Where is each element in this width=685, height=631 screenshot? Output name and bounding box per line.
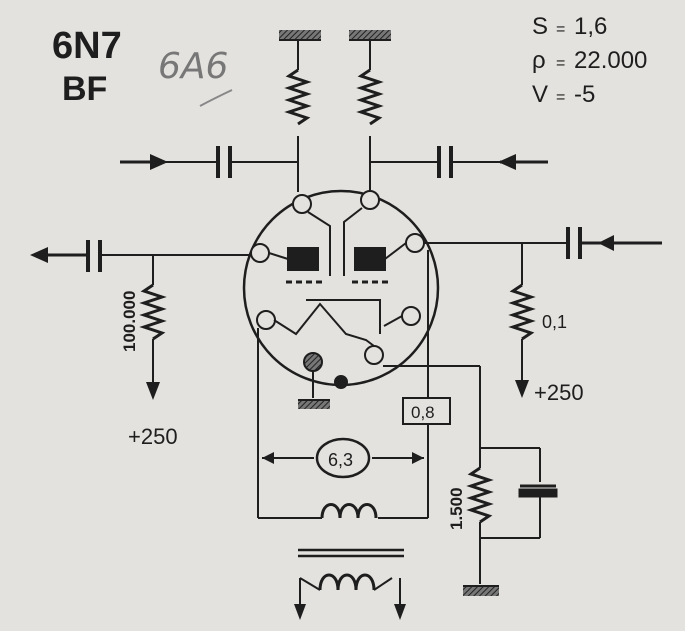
ground-icon [349,30,391,41]
plate-right [354,247,386,271]
pin-cathode [401,306,421,326]
arrow-icon [515,380,529,398]
spec-symbol-v: V [532,81,548,108]
spec-value-v: -5 [574,81,595,108]
spec-sep-v: = [556,89,565,106]
left-grid-resistor-label: 100.000 [120,291,139,352]
key-notch [334,375,348,389]
arrow-icon [150,154,168,170]
arrow-icon [598,235,614,251]
pin-right-grid [405,233,425,253]
pin-top-right [360,190,380,210]
arrow-icon [146,382,160,400]
pin-left-heater [256,310,276,330]
resistor-icon [508,283,536,341]
heater-current-box [402,397,451,425]
heater-voltage-badge [315,437,371,479]
arrow-icon [498,154,516,170]
capacitor-icon [437,146,453,178]
spec-symbol-rho: ρ [532,47,546,74]
pin-top-left [292,194,312,214]
capacitor-icon [86,240,102,272]
arrow-icon [394,604,406,620]
spec-value-rho: 22.000 [574,47,647,74]
coil-icon [318,573,376,591]
tube-type-label: 6N7 [52,25,122,67]
resistor-icon [139,283,167,341]
ground-icon [298,399,330,409]
arrow-icon [294,604,306,620]
resistor-icon [356,68,384,126]
ground-icon [463,585,499,596]
cathode-resistor-label: 1.500 [447,487,466,530]
left-supply-label: +250 [128,424,178,449]
pencil-stroke [199,89,233,107]
resistor-icon [284,68,312,126]
arrow-icon [412,452,424,464]
capacitor-icon [518,484,558,498]
spec-symbol-s: S [532,13,548,40]
arrow-icon [30,247,48,263]
coil-icon [320,503,378,519]
handwritten-note: 6A6 [158,46,228,87]
service-label: BF [62,70,107,108]
capacitor-icon [566,227,582,259]
specs-block: S = 1,6 ρ = 22.000 V = -5 [532,13,647,108]
plate-left [287,247,319,271]
ground-icon [279,30,321,41]
heater-current-label: 0,8 [411,403,435,422]
spec-sep-s: = [556,21,565,38]
right-supply-label: +250 [534,380,584,405]
arrow-icon [262,452,274,464]
capacitor-icon [216,146,232,178]
heater-voltage-label: 6,3 [328,450,353,470]
spec-value-s: 1,6 [574,13,607,40]
pin-shield [303,352,323,372]
pin-left-grid [250,243,270,263]
right-plate-resistor-label: 0,1 [542,312,567,332]
pin-right-heater [364,345,384,365]
resistor-icon [466,466,494,524]
spec-sep-rho: = [556,55,565,72]
tube-envelope [242,189,440,387]
